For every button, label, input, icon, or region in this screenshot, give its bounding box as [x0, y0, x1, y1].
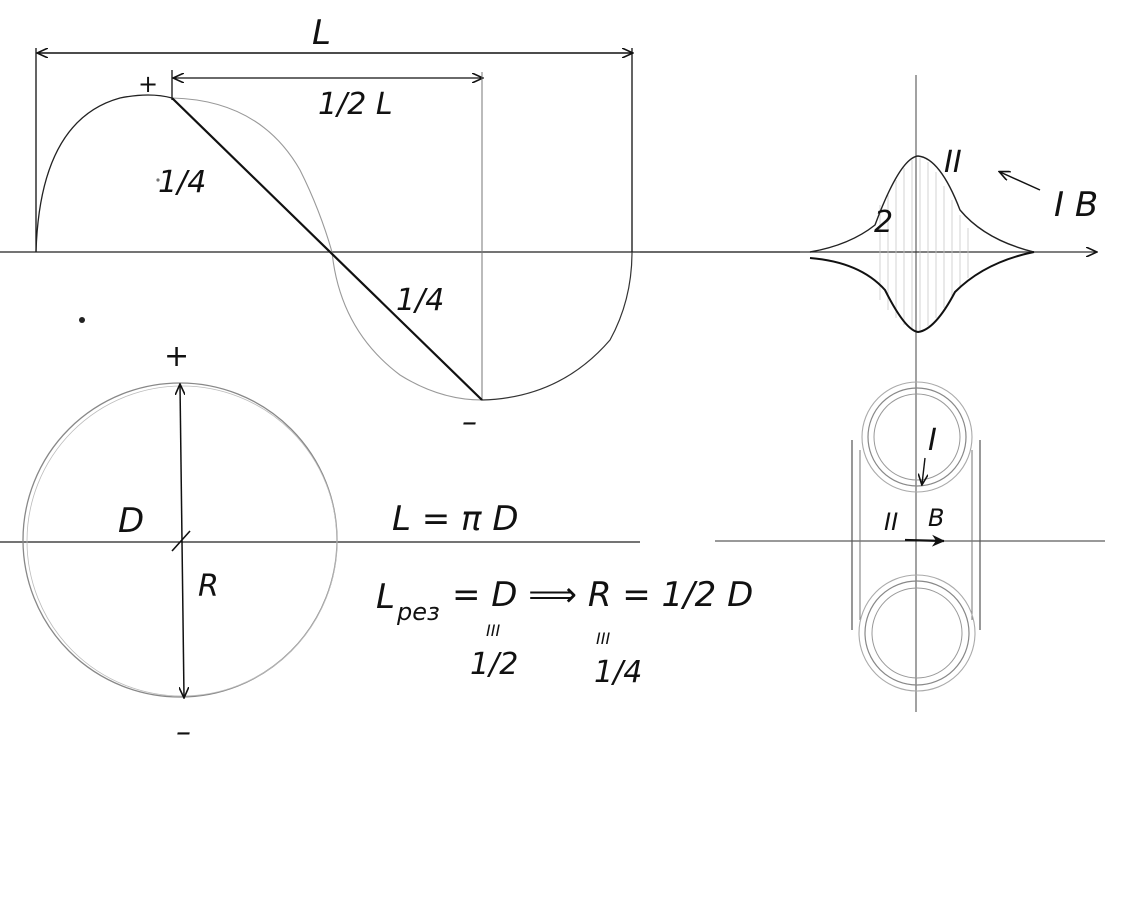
L-label: L [312, 13, 331, 53]
minus-sign-wave: – [462, 405, 477, 440]
center-tick [171, 530, 191, 552]
b-label: B [928, 504, 944, 532]
b-field-arrow [904, 534, 945, 547]
minus-sign-circle: – [176, 715, 191, 750]
circle-diagram: + – D R [0, 339, 640, 750]
formula-D-implies-R: = D ⟹ R = 1/2 D [452, 575, 753, 615]
plus-sign-wave: + [138, 70, 158, 98]
roman-one-label: I [928, 423, 937, 458]
diagonal-line [171, 97, 483, 401]
upper-arc-dark [35, 94, 173, 253]
current-arrow [922, 457, 925, 484]
plus-sign-circle: + [164, 339, 189, 374]
bottom-ring-mid [864, 580, 970, 686]
D-label: D [118, 501, 144, 541]
top-ring-inner [873, 393, 961, 481]
flux-arrow [1000, 172, 1041, 191]
bottom-ring-inner [871, 587, 963, 679]
formula-res-subscript: рез [396, 598, 440, 626]
half-L-label: 1/2 L [318, 87, 393, 122]
roman-two-bottom-label: II [884, 508, 898, 536]
peak-diagram: II I B 2 [640, 75, 1098, 712]
fraction-under-D: 1/2 [470, 647, 518, 682]
wave-diagram: L 1/2 L + 1/4 1/4 – [0, 13, 800, 440]
upper-arc-light [171, 97, 333, 253]
pencil-dot [156, 178, 160, 182]
coil-diagram: I II B [715, 381, 1105, 692]
pencil-dot [79, 317, 85, 323]
region-two-label: 2 [874, 205, 893, 240]
upper-peak [809, 155, 1035, 253]
top-ring-outer [861, 381, 973, 493]
lower-arc-dark [481, 251, 633, 401]
lower-peak [809, 251, 1035, 334]
top-ring-mid [867, 387, 967, 487]
quarter-label-lower: 1/4 [396, 283, 444, 318]
bottom-ring-outer [858, 574, 976, 692]
formula-L-res: L [376, 577, 395, 617]
quarter-label-upper: 1/4 [158, 165, 206, 200]
flux-label: I B [1054, 185, 1098, 225]
fraction-under-R: 1/4 [594, 655, 642, 690]
R-label: R [198, 569, 219, 604]
lower-arc-light [331, 251, 483, 401]
equal-mark-under-D: III [486, 621, 500, 640]
equal-mark-under-R: III [596, 629, 610, 648]
formula-L-pi-D: L = π D [392, 499, 519, 539]
roman-two-top: II [944, 145, 962, 180]
formula-block: L = π D L рез = D ⟹ R = 1/2 D III III 1/… [376, 499, 753, 690]
